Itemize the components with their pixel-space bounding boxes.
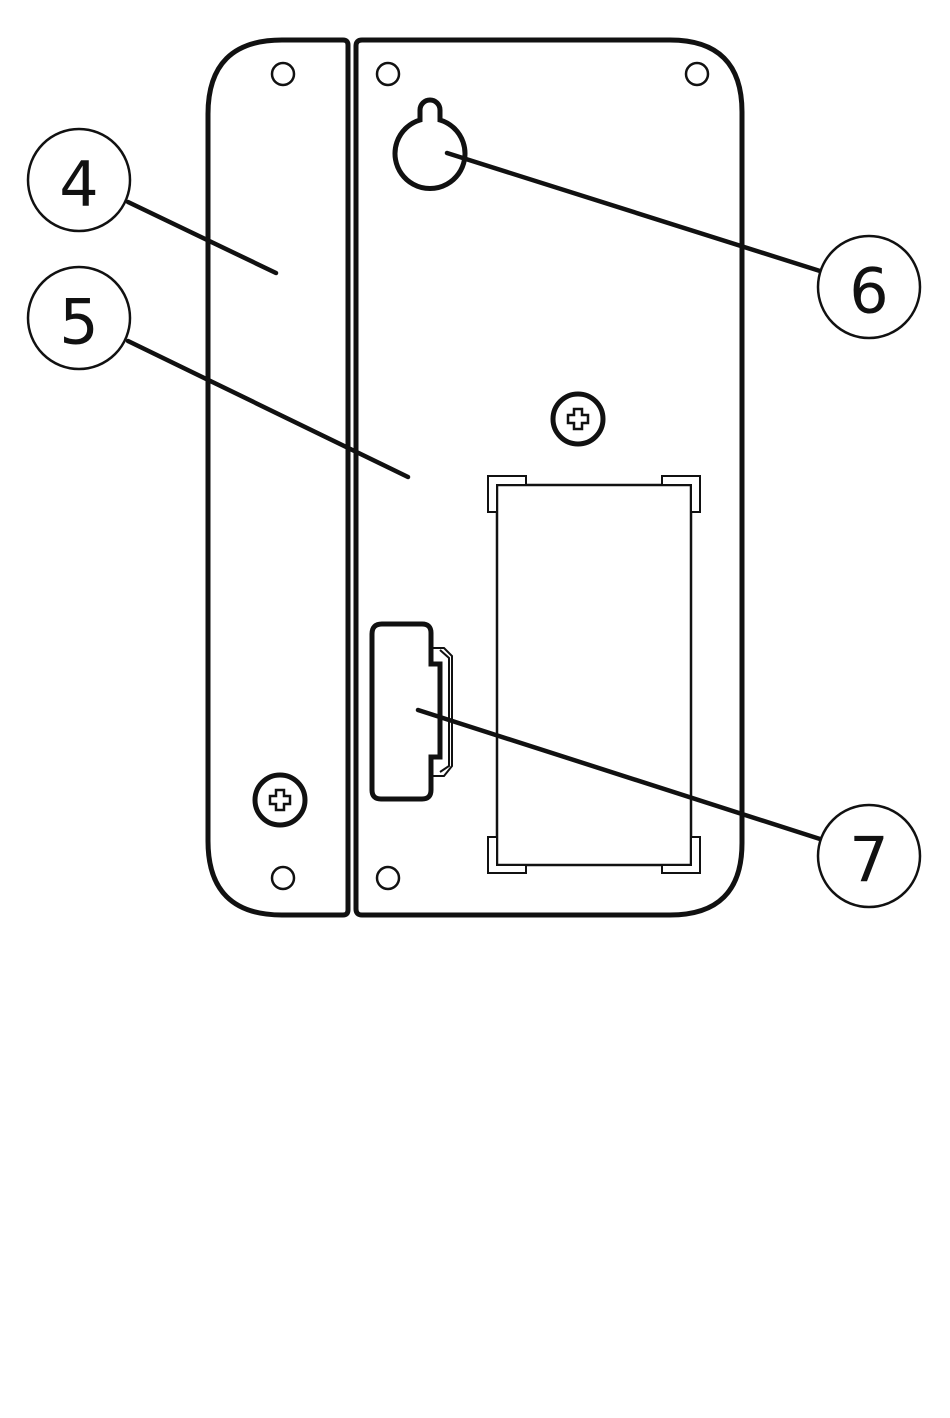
callout-6: 6 (818, 236, 920, 338)
callout-4: 4 (28, 129, 130, 231)
callout-4-label: 4 (59, 148, 98, 221)
battery-compartment (488, 476, 700, 873)
callout-5: 5 (28, 267, 130, 369)
callout-7: 7 (818, 805, 920, 907)
callout-5-label: 5 (59, 286, 98, 359)
callout-7-label: 7 (849, 824, 888, 897)
screw-main (553, 394, 603, 444)
release-latch (372, 624, 452, 799)
callout-6-label: 6 (849, 255, 888, 328)
screw-left (255, 775, 305, 825)
